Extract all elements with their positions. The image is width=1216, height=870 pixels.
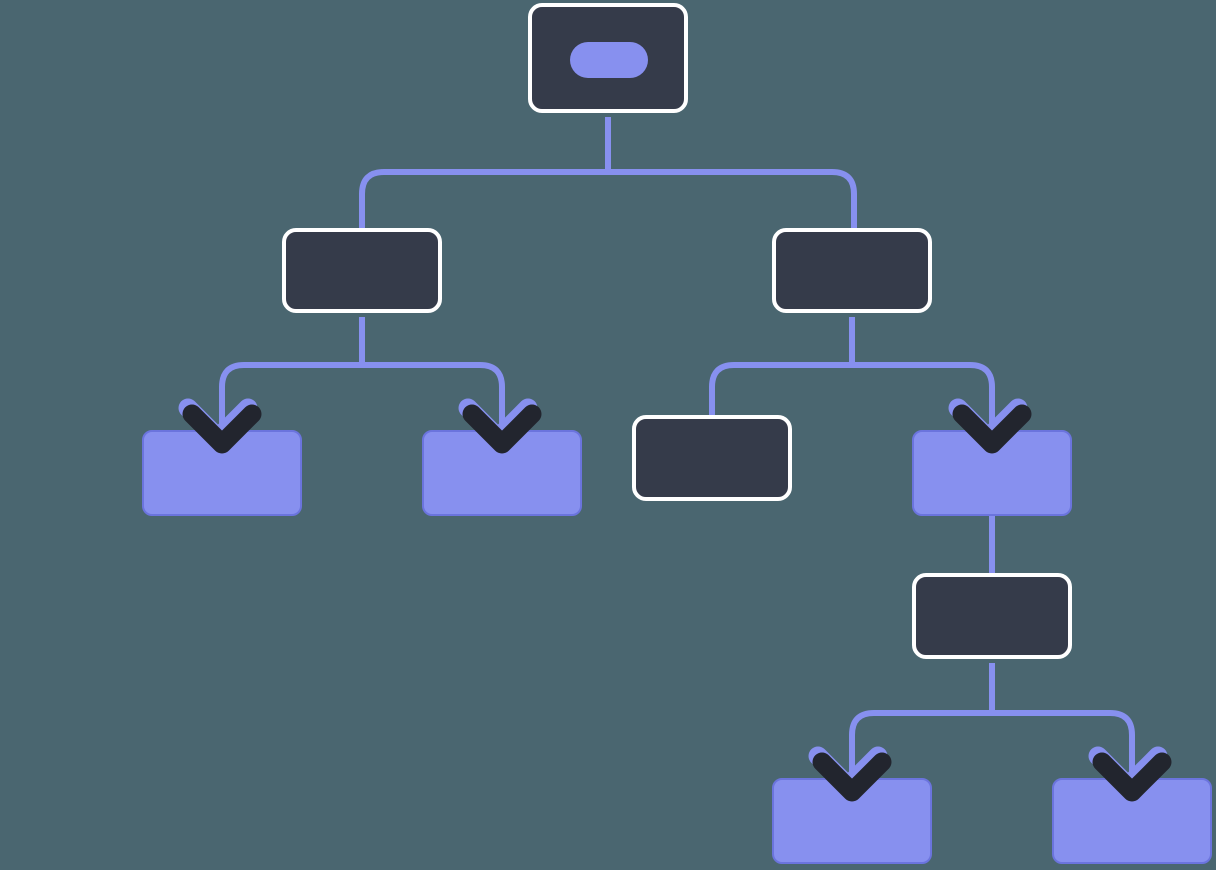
node-row4-a[interactable] [912,573,1072,659]
root-pill-badge [570,42,648,78]
node-row3-a[interactable] [142,430,302,516]
node-row3-d[interactable] [912,430,1072,516]
node-row2-right[interactable] [772,228,932,313]
node-row2-left[interactable] [282,228,442,313]
node-root[interactable] [528,3,688,113]
node-row3-c[interactable] [632,415,792,501]
node-row5-a[interactable] [772,778,932,864]
node-row3-b[interactable] [422,430,582,516]
node-row5-b[interactable] [1052,778,1212,864]
